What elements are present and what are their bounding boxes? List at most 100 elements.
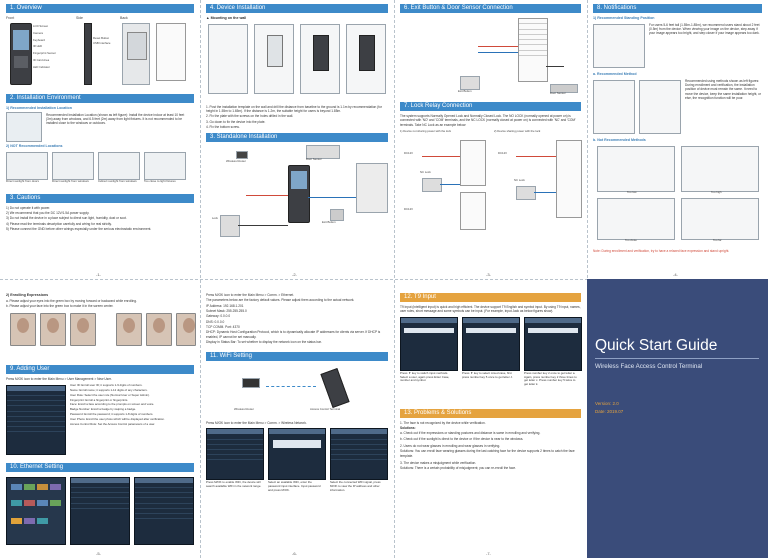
terminal-pin [519,40,547,46]
section-header-cautions: 3. Cautions [6,193,194,203]
screen-row [331,455,387,461]
method-subheading: a. Recommended Method [593,71,637,76]
screen-title [71,477,129,483]
door-sensor-label: Door Sensor [306,157,322,162]
input-box [528,327,578,333]
door-image [356,163,388,214]
menu-tile [24,483,35,490]
step: 1. Post the installation template on the… [206,104,382,114]
lock-label: Lock [212,216,218,221]
screen-title [525,317,581,323]
t9-caption: Press ▼ key to select mixed case, first … [462,370,513,379]
section-header-standalone: 3. Standalone Installation [206,133,388,143]
field-description: Password: Enroll the password; it suppor… [70,412,154,417]
recommended-subheading: 1) Recommended Installation Location [6,106,72,110]
screen-row [135,509,193,514]
side-label: Side [76,16,84,20]
router-label: Wireless Router [226,159,246,164]
mount-text: Mounting on the wall [210,16,247,20]
screen-row [7,391,65,396]
cover-title: Quick Start Guide [595,337,718,354]
caution-item: 1) Do not operate it with power. [6,205,51,210]
screen-row [135,504,193,509]
menu-tile [50,499,61,506]
param: Gateway: 0.0.0.0 [206,314,231,319]
page-number: -6- [292,550,297,556]
enroll-line: a. Please adjust your eyes into the gree… [6,298,137,303]
problems-list: 1. The face is not recognized by the dev… [400,421,581,471]
exit-button-image [460,76,480,90]
device-label: Access Control Terminal [310,407,341,412]
device-screen-t9-3 [524,316,582,371]
field-description: User Role: Select the user role (Normal … [70,392,150,397]
relay-diagrams: 1) Device not sharing power with the loc… [400,128,582,238]
callout: Keyboard [33,37,45,42]
caution-item: 4) Please read the terminals description… [6,221,112,226]
ethernet-screens [6,475,194,549]
cover-divider [595,358,759,359]
screen-row [71,498,129,504]
relay-text: The system supports Normally Opened Lock… [400,114,576,127]
panel-page-5: 2) Enrolling Expressions a. Please adjus… [0,279,200,558]
dc-label: DC12V [498,150,508,155]
screen-title [331,429,387,435]
device-image [320,368,350,409]
note-text: Note: During enrollment and verification… [593,248,730,253]
door-sensor-image [306,145,340,160]
method-row: Recommended using methods shown as left … [593,78,762,136]
callout: Camera [33,30,43,35]
enroll-subheading: 2) Enrolling Expressions [6,293,49,297]
wall-figure-2 [254,23,294,94]
lock-image [220,215,240,238]
panel-page-2: 4. Device Installation ▲ Mounting on the… [200,0,394,279]
wire [238,225,288,227]
device-screen-wifi-2 [268,428,326,481]
device-side-image [84,23,92,85]
section-header-device-installation: 4. Device Installation [206,4,388,13]
screen-row [135,498,193,504]
wall-figure-3 [300,23,340,94]
dc-label: DC12V [404,150,414,155]
field-description: User ID: Enroll user ID; it supports 1-9… [70,382,143,387]
terminal-pin [519,24,547,30]
adding-intro: Press M/OK icon to enter the Main Menu >… [6,377,112,382]
ethernet-intro: Press M/OK icon to enter the Main Menu >… [206,293,295,297]
input-box [466,327,516,333]
not-recommended-subheading: 2) NOT Recommended Locations [6,143,63,148]
screen-row [207,440,263,445]
screen-row [207,450,263,456]
screen-row [71,488,129,494]
illustration-direct-sunlight-windows [52,151,94,180]
param: IP Address: 192.168.1.201 [206,303,244,308]
screen-row [7,401,65,407]
caution-item: 5) Please connect the GND before other w… [6,226,152,231]
wire [308,197,356,199]
device-image [359,34,375,71]
not-recommended-row: Direct sunlight from doors Direct sunlig… [6,150,194,190]
device-screen-comm [70,476,130,545]
caption: Too close to light fixtures [144,178,176,183]
wifi-intro: Press M/OK icon to enter the Main Menu >… [206,421,307,426]
nc-lock-label: NC Lock [420,169,431,174]
t9-caption: Press ▼ key to switch input methods. Sel… [400,370,450,383]
terminal-block [518,18,548,82]
terminal-pin [519,35,547,41]
side-callouts: Reset Button USB Interface [93,36,110,46]
problem-line: 1. The face is not recognized by the dev… [400,420,486,425]
field-description: Access Control Role: Set the Access Cont… [70,422,156,427]
screen-title [401,317,457,323]
page-number: -1- [96,271,101,277]
problem-line: b. Check out if the sunlight is direct t… [400,436,524,441]
step: 4. Fix the bottom screw. [206,125,240,130]
standing-subheading: 1) Recommended Standing Position [593,16,655,20]
wall-figure-4 [346,23,386,94]
terminal-block [460,139,486,186]
terminal-block [156,23,186,81]
section-header-exit-button: 6. Exit Button & Door Sensor Connection [400,4,581,13]
exit-button-diagram: Exit Button Door Sensor [400,16,581,98]
screen-row [207,455,263,461]
problem-line: 2. Users do not wear glasses in enrollin… [400,443,501,448]
overview-figure: Front Side Back LCD Screen Camera Keyboa… [6,16,194,90]
panel-page-4: 8. Notifications 1) Recommended Standing… [587,0,768,279]
screen-row [7,427,65,433]
